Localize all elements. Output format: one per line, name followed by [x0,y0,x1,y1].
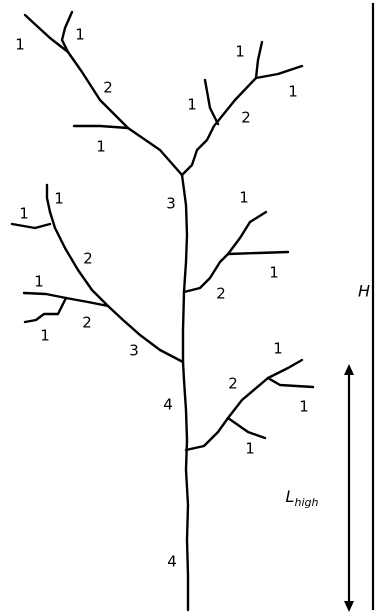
order-label: 4 [163,396,173,414]
order-label: 2 [228,375,238,393]
left-mid-side-twig [23,296,68,324]
right-upper-side-twig [203,78,220,126]
right-mid-branch-order-2 [182,252,230,294]
order-label: 1 [75,26,85,44]
order-label: 1 [96,138,106,156]
order-label: 2 [216,285,226,303]
order-label: 2 [82,314,92,332]
right-low-twig-a [266,358,304,380]
order-label: 1 [273,340,283,358]
order-label: 4 [167,553,177,571]
order-label: 1 [235,43,245,61]
order-label: 1 [54,190,64,208]
order-labels: 1 1 2 1 1 1 1 2 3 1 1 2 1 1 2 1 2 1 3 4 … [15,26,309,571]
right-low-side-twig [226,416,267,440]
arrow-up-icon [344,364,354,375]
arrow-down-icon [344,601,354,612]
order-label: 3 [166,195,176,213]
left-upper-branch-order-2 [66,50,130,130]
right-low-branch-order-2 [184,376,270,452]
stream-network [10,10,315,612]
left-upper-branch-order-3 [126,126,184,177]
left-mid-twig-b [10,222,52,230]
order-label: 1 [40,327,50,345]
trunk-order-4-lower [181,360,190,612]
height-label: H [358,282,370,301]
lower-height-subscript: high [294,496,318,509]
order-label: 2 [241,109,251,127]
trunk-order-4-upper [180,173,189,364]
order-label: 2 [103,79,113,97]
left-mid-branch-order-2 [48,210,110,308]
lower-height-marker: Lhigh [286,364,354,612]
right-low-twig-b [266,376,315,389]
left-upper-twig-b [60,10,74,54]
lower-height-label: Lhigh [286,487,319,510]
order-label: 1 [239,189,249,207]
lower-height-symbol: L [286,487,295,506]
right-upper-twig-b [254,64,304,80]
order-label: 1 [288,83,298,101]
left-upper-twig-a [23,13,70,54]
order-label: 1 [19,205,29,223]
order-label: 1 [245,440,255,458]
left-mid-branch-order-3 [106,304,185,364]
order-label: 2 [83,250,93,268]
order-label: 1 [187,96,197,114]
order-label: 1 [34,273,44,291]
right-upper-branch-order-2 [180,76,258,177]
right-upper-twig-a [254,40,264,80]
order-label: 3 [129,342,139,360]
left-upper-side-twig [72,124,130,130]
height-marker: H [358,3,375,610]
order-label: 1 [269,264,279,282]
order-label: 1 [15,36,25,54]
right-mid-twig-a [226,210,268,256]
right-mid-twig-b [226,250,290,256]
left-mid-twig-a [45,183,52,214]
order-label: 1 [299,398,309,416]
